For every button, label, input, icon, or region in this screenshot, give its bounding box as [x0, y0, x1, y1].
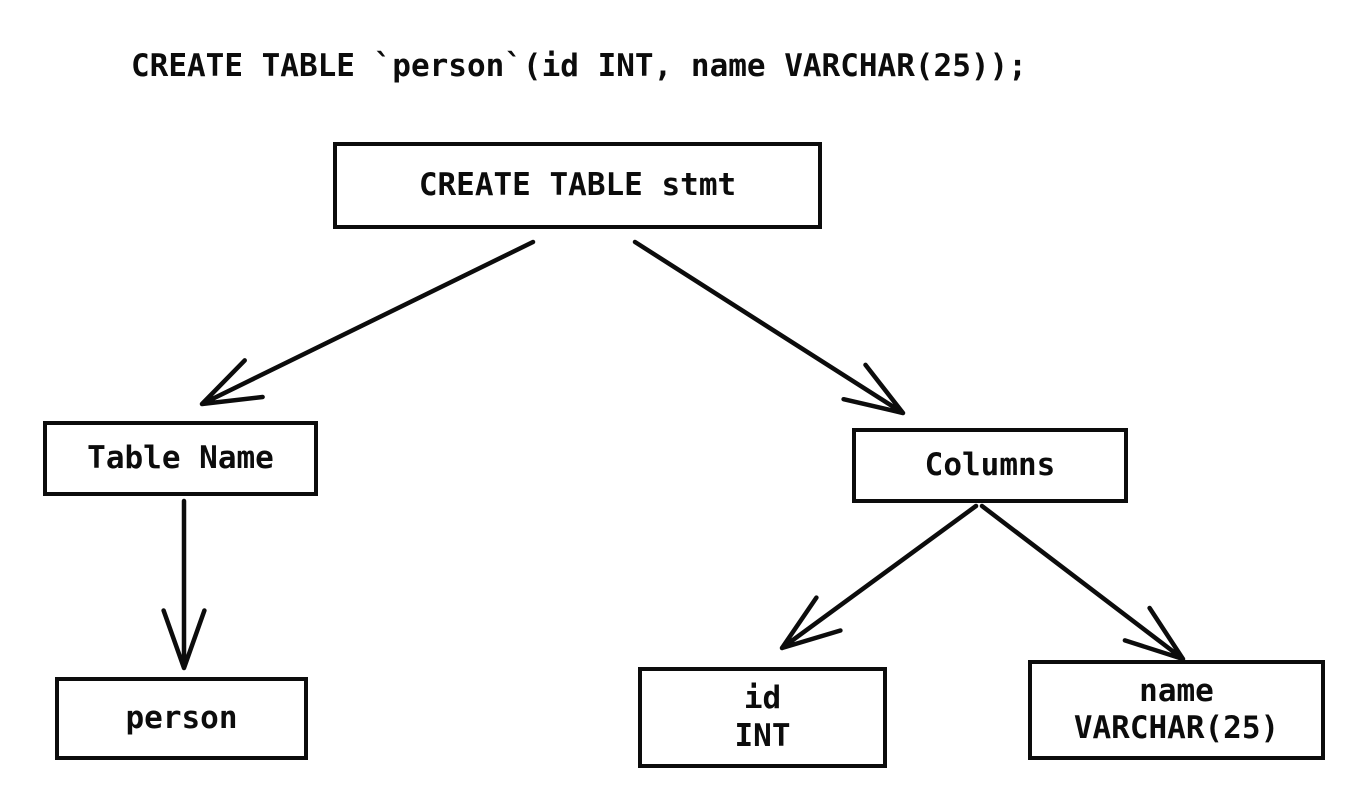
node-id-int: id INT — [638, 667, 887, 768]
node-create-table-stmt: CREATE TABLE stmt — [333, 142, 822, 229]
edge-columns-to-id-int — [779, 503, 979, 651]
node-name-varchar: name VARCHAR(25) — [1028, 660, 1325, 760]
sql-statement-text: CREATE TABLE `person`(id INT, name VARCH… — [131, 48, 1027, 84]
node-label-create-table-stmt: CREATE TABLE stmt — [418, 166, 737, 203]
node-label-table-name: Table Name — [87, 439, 274, 476]
node-columns: Columns — [852, 428, 1128, 503]
node-label-columns: Columns — [924, 446, 1056, 483]
edge-create-table-stmt-to-table-name — [199, 239, 536, 407]
edge-create-table-stmt-to-columns — [632, 239, 906, 416]
edge-table-name-to-person — [161, 498, 207, 671]
edge-columns-to-name-varchar — [979, 503, 1186, 662]
node-label-person: person — [125, 699, 238, 736]
node-table-name: Table Name — [43, 421, 318, 496]
node-label-id-int: id INT — [734, 680, 791, 754]
node-label-name-varchar: name VARCHAR(25) — [1073, 672, 1280, 746]
node-person: person — [55, 677, 308, 760]
